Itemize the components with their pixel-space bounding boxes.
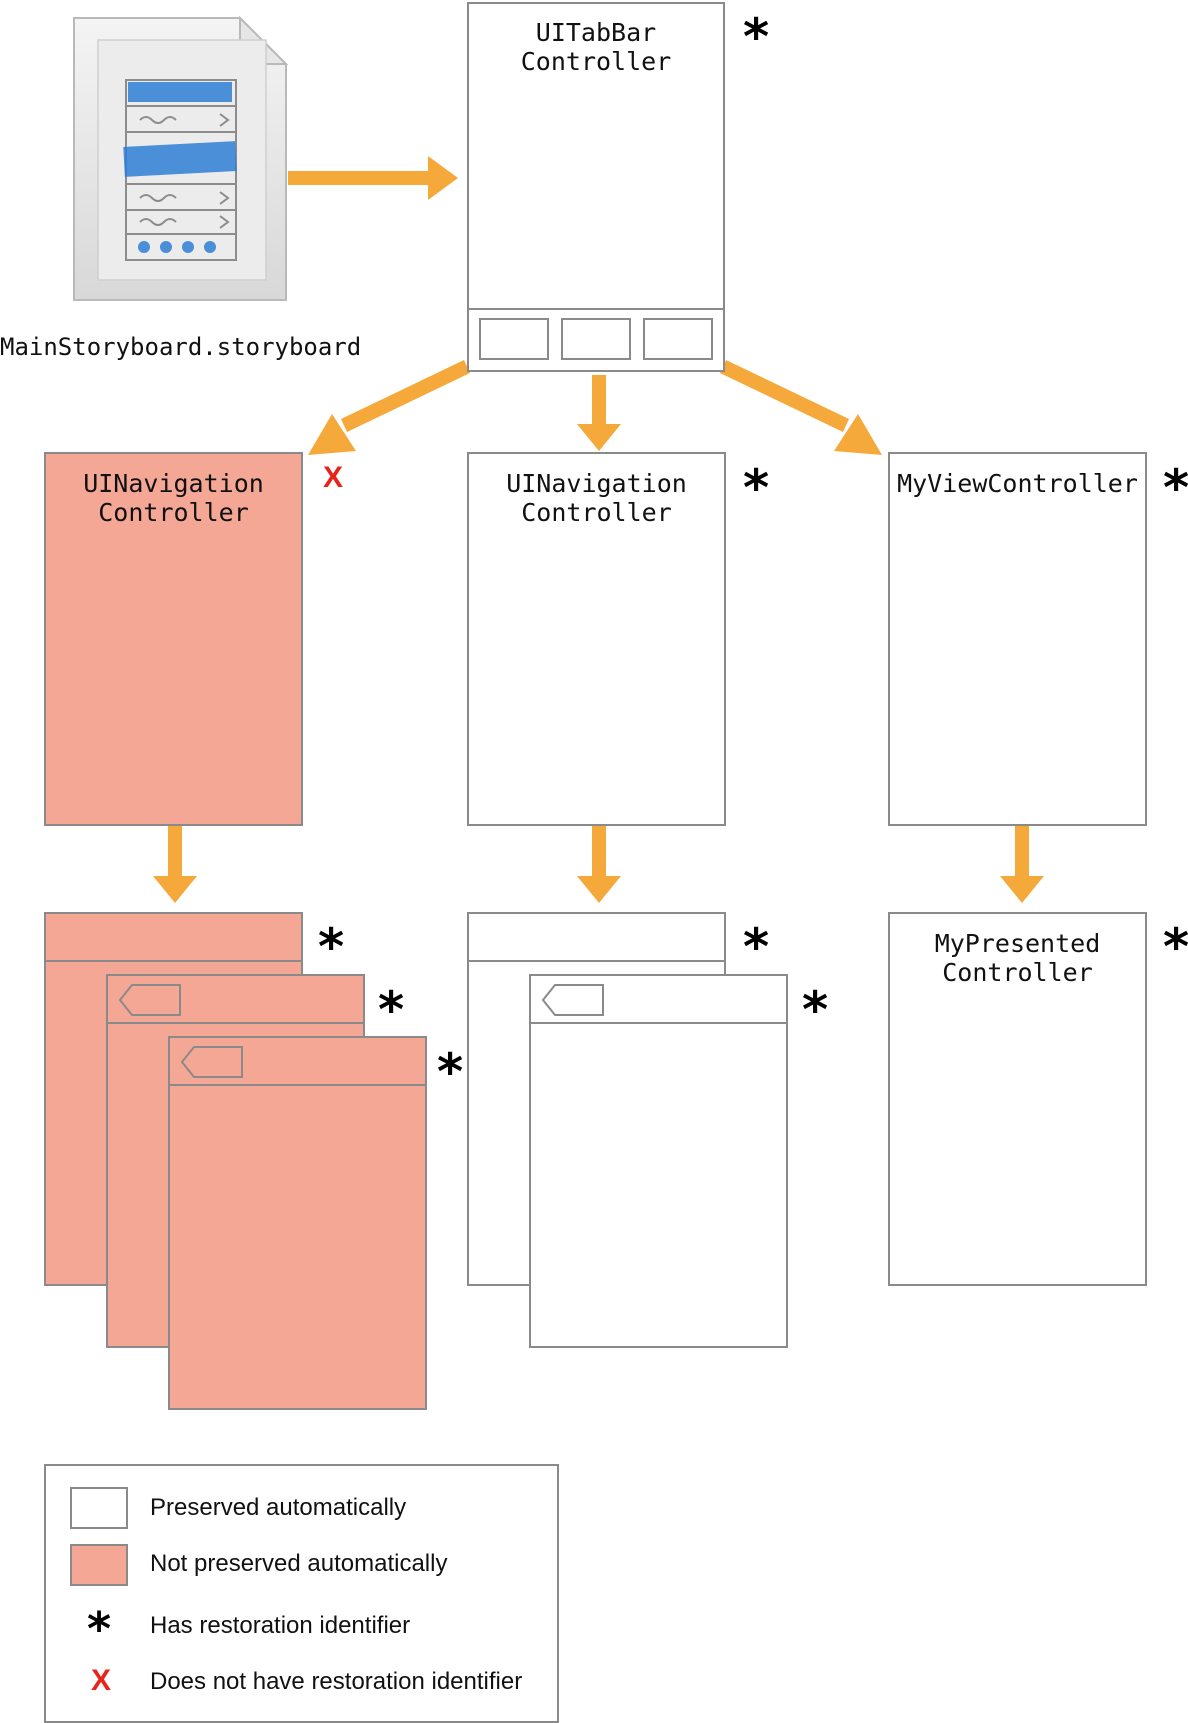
nav-controller-middle: UINavigation Controller	[467, 452, 726, 826]
legend-label-no-id: Does not have restoration identifier	[150, 1668, 523, 1695]
nav-controller-left-title: UINavigation Controller	[83, 469, 264, 527]
legend: Preserved automatically Not preserved au…	[44, 1464, 559, 1723]
legend-star-icon: *	[87, 1602, 112, 1656]
tab-bar-controller: UITabBar Controller	[467, 2, 725, 372]
my-presented-controller-title: MyPresented Controller	[934, 929, 1101, 987]
legend-swatch-not-preserved	[70, 1544, 128, 1586]
navigation-bar	[531, 976, 786, 1024]
legend-label-not-preserved: Not preserved automatically	[150, 1550, 448, 1577]
restoration-id-marker: *	[1163, 918, 1188, 976]
back-button-icon	[180, 1046, 243, 1078]
restoration-id-marker: *	[743, 8, 770, 66]
tab-item-1	[479, 318, 549, 360]
navigation-bar	[469, 914, 724, 962]
tab-item-3	[643, 318, 713, 360]
child-view-controller-3	[168, 1036, 427, 1410]
tab-bar	[469, 308, 723, 370]
my-view-controller: MyViewController	[888, 452, 1147, 826]
restoration-id-marker: *	[437, 1043, 464, 1101]
nav-controller-left: UINavigation Controller	[44, 452, 303, 826]
legend-swatch-preserved	[70, 1487, 128, 1529]
navigation-bar	[170, 1038, 425, 1086]
storyboard-file-name: MainStoryboard.storyboard	[0, 333, 362, 361]
legend-label-preserved: Preserved automatically	[150, 1494, 407, 1521]
navigation-bar	[108, 976, 363, 1024]
nav-controller-middle-title: UINavigation Controller	[506, 469, 687, 527]
storyboard-file-icon	[70, 14, 290, 304]
legend-x-icon: X	[91, 1664, 112, 1697]
arrow-tabbar-to-myviewcontroller	[720, 360, 882, 455]
navigation-bar	[46, 914, 301, 962]
arrow-tabbar-to-left-nav	[308, 360, 470, 455]
back-button-icon	[541, 984, 604, 1016]
child-view-controller-5	[529, 974, 788, 1348]
my-view-controller-title: MyViewController	[897, 469, 1138, 498]
my-presented-controller: MyPresented Controller	[888, 912, 1147, 1286]
restoration-id-marker: *	[743, 918, 770, 976]
no-restoration-id-marker: X	[323, 461, 344, 494]
arrow-storyboard-to-tabbar	[288, 156, 458, 200]
tab-bar-controller-title: UITabBar Controller	[520, 18, 672, 76]
restoration-id-marker: *	[378, 981, 405, 1039]
arrow-middle-nav-to-stack	[577, 826, 621, 903]
arrow-myview-to-presented	[1000, 826, 1044, 903]
tab-item-2	[561, 318, 631, 360]
restoration-id-marker: *	[1163, 459, 1188, 517]
restoration-id-marker: *	[743, 459, 770, 517]
legend-label-has-id: Has restoration identifier	[150, 1612, 411, 1639]
back-button-icon	[118, 984, 181, 1016]
arrow-left-nav-to-stack	[153, 826, 197, 903]
restoration-id-marker: *	[802, 981, 829, 1039]
arrow-tabbar-to-middle-nav	[577, 375, 621, 451]
restoration-id-marker: *	[318, 918, 345, 976]
